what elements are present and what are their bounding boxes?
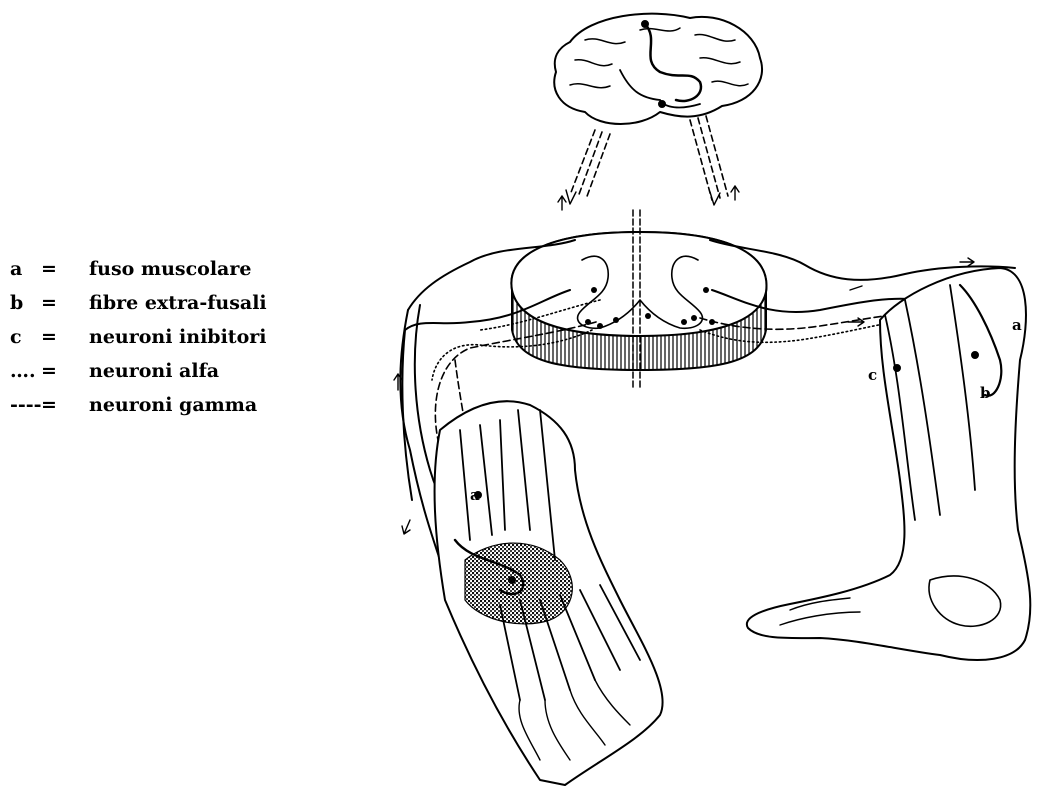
left-leg-drawing <box>435 401 663 785</box>
label-a-right: a <box>1012 316 1022 334</box>
right-leg-drawing <box>747 268 1030 660</box>
label-b: b <box>980 384 991 402</box>
label-c: c <box>868 366 877 384</box>
label-a-left: a <box>470 486 480 504</box>
descending-tracts <box>570 116 728 200</box>
spinal-cord-section <box>511 210 766 390</box>
tract-arrows <box>558 186 739 210</box>
brain-drawing <box>554 14 762 124</box>
